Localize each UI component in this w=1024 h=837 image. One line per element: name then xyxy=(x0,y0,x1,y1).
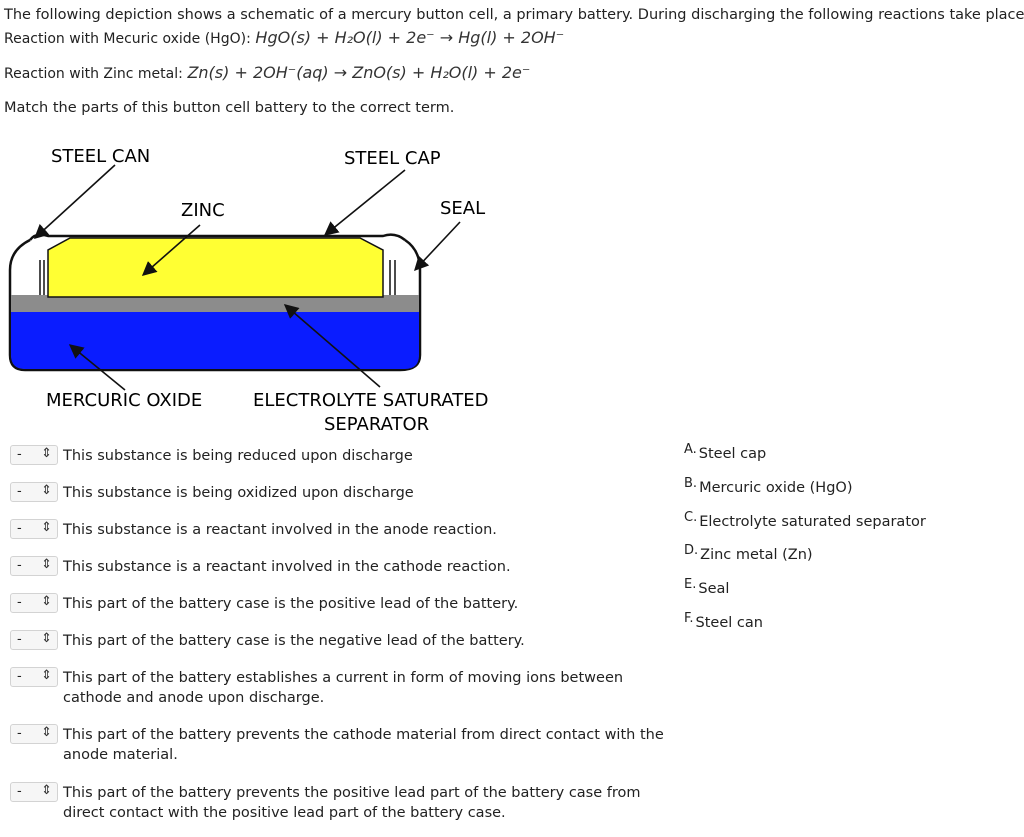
answer-select[interactable]: -⇕ xyxy=(10,519,58,539)
question-row: -⇕ This substance is being oxidized upon… xyxy=(10,482,414,503)
label-separator-line2: SEPARATOR xyxy=(324,414,429,435)
updown-arrow-icon: ⇕ xyxy=(41,668,52,683)
arrow-mercuric-oxide xyxy=(68,344,126,391)
answer-select[interactable]: -⇕ xyxy=(10,667,58,687)
answer-select[interactable]: -⇕ xyxy=(10,556,58,576)
answer-select[interactable]: -⇕ xyxy=(10,630,58,650)
question-text: This part of the battery case is the neg… xyxy=(63,633,525,649)
option-text: Mercuric oxide (HgO) xyxy=(699,480,853,496)
option-text: Seal xyxy=(698,581,730,597)
option-key: A. xyxy=(684,442,697,457)
question-text: This substance is a reactant involved in… xyxy=(63,522,497,538)
reaction-hgo-label: Reaction with Mecuric oxide (HgO): xyxy=(4,31,251,47)
updown-arrow-icon: ⇕ xyxy=(41,446,52,461)
reaction-hgo-equation: HgO(s) + H₂O(l) + 2e⁻ → Hg(l) + 2OH⁻ xyxy=(255,28,565,47)
option-item: C.Electrolyte saturated separator xyxy=(684,510,926,530)
label-mercuric-oxide: MERCURIC OXIDE xyxy=(46,390,202,411)
updown-arrow-icon: ⇕ xyxy=(41,725,52,740)
option-item: A.Steel cap xyxy=(684,442,767,462)
question-row: -⇕ This substance is a reactant involved… xyxy=(10,519,497,540)
select-value: - xyxy=(17,521,22,536)
reaction-zinc-equation: Zn(s) + 2OH⁻(aq) → ZnO(s) + H₂O(l) + 2e⁻ xyxy=(187,63,531,82)
option-text: Zinc metal (Zn) xyxy=(700,547,813,563)
label-separator-line1: ELECTROLYTE SATURATED xyxy=(253,390,489,411)
question-row: -⇕ This part of the battery establishes … xyxy=(10,667,670,708)
label-steel-can: STEEL CAN xyxy=(51,146,150,167)
intro-text: The following depiction shows a schemati… xyxy=(4,7,1024,23)
question-row: -⇕ This substance is a reactant involved… xyxy=(10,556,511,577)
option-key: B. xyxy=(684,476,698,491)
match-instruction: Match the parts of this button cell batt… xyxy=(4,100,455,116)
select-value: - xyxy=(17,484,22,499)
arrow-zinc xyxy=(141,224,201,276)
select-value: - xyxy=(17,669,22,684)
answer-select[interactable]: -⇕ xyxy=(10,782,58,802)
option-text: Steel can xyxy=(695,615,763,631)
question-row: -⇕ This substance is being reduced upon … xyxy=(10,445,413,466)
seal-right xyxy=(389,260,396,295)
option-key: C. xyxy=(684,510,698,525)
question-text: This part of the battery establishes a c… xyxy=(63,670,624,706)
label-zinc: ZINC xyxy=(181,200,225,221)
reaction-hgo: Reaction with Mecuric oxide (HgO): HgO(s… xyxy=(4,28,564,47)
arrow-steel-can xyxy=(33,164,116,239)
option-item: D.Zinc metal (Zn) xyxy=(684,543,813,563)
updown-arrow-icon: ⇕ xyxy=(41,483,52,498)
select-value: - xyxy=(17,447,22,462)
reaction-zinc-label: Reaction with Zinc metal: xyxy=(4,66,183,82)
select-value: - xyxy=(17,632,22,647)
zinc-region xyxy=(47,237,384,298)
arrow-seal xyxy=(414,221,461,272)
updown-arrow-icon: ⇕ xyxy=(41,594,52,609)
answer-select[interactable]: -⇕ xyxy=(10,593,58,613)
label-steel-cap: STEEL CAP xyxy=(344,148,441,169)
updown-arrow-icon: ⇕ xyxy=(41,557,52,572)
question-text: This substance is being oxidized upon di… xyxy=(63,485,414,501)
updown-arrow-icon: ⇕ xyxy=(41,783,52,798)
updown-arrow-icon: ⇕ xyxy=(41,520,52,535)
option-item: B.Mercuric oxide (HgO) xyxy=(684,476,853,496)
select-value: - xyxy=(17,558,22,573)
reaction-zinc: Reaction with Zinc metal: Zn(s) + 2OH⁻(a… xyxy=(4,63,530,82)
question-text: This part of the battery prevents the po… xyxy=(63,785,641,821)
button-cell-diagram: STEEL CAN STEEL CAP ZINC SEAL MERCURIC O… xyxy=(8,146,489,435)
separator-band xyxy=(11,295,419,312)
question-text: This substance is a reactant involved in… xyxy=(63,559,511,575)
select-value: - xyxy=(17,726,22,741)
label-seal: SEAL xyxy=(440,198,485,219)
arrow-separator xyxy=(283,304,381,388)
question-text: This part of the battery prevents the ca… xyxy=(63,727,664,763)
option-key: F. xyxy=(684,611,694,626)
question-text: This part of the battery case is the pos… xyxy=(63,596,519,612)
answer-select[interactable]: -⇕ xyxy=(10,482,58,502)
option-text: Electrolyte saturated separator xyxy=(699,514,926,530)
question-row: -⇕ This part of the battery case is the … xyxy=(10,630,525,651)
question-row: -⇕ This part of the battery prevents the… xyxy=(10,724,690,765)
select-value: - xyxy=(17,595,22,610)
option-item: E.Seal xyxy=(684,577,730,597)
mercuric-oxide-region xyxy=(11,312,419,369)
answer-select[interactable]: -⇕ xyxy=(10,724,58,744)
question-text: This substance is being reduced upon dis… xyxy=(63,448,413,464)
answer-select[interactable]: -⇕ xyxy=(10,445,58,465)
question-row: -⇕ This part of the battery prevents the… xyxy=(10,782,690,823)
seal-left xyxy=(39,260,45,295)
option-text: Steel cap xyxy=(698,446,767,462)
select-value: - xyxy=(17,784,22,799)
updown-arrow-icon: ⇕ xyxy=(41,631,52,646)
arrow-steel-cap xyxy=(323,169,406,236)
question-row: -⇕ This part of the battery case is the … xyxy=(10,593,519,614)
option-key: D. xyxy=(684,543,699,558)
option-item: F.Steel can xyxy=(684,611,763,631)
option-key: E. xyxy=(684,577,697,592)
